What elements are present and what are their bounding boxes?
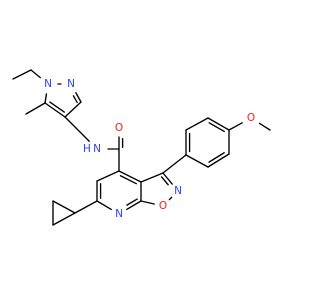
atom-o-methoxy: O bbox=[247, 112, 255, 124]
bond-Cyp1-Cyp2 bbox=[52, 200, 76, 214]
atom-n-amide: N bbox=[93, 143, 101, 155]
bond-C4-C3a-inner bbox=[119, 175, 137, 185]
cyclopropyl-link-bond bbox=[74, 200, 98, 214]
bond-Ph6-Ph1 bbox=[185, 154, 209, 168]
bond-Ph3-Ph4-inner bbox=[208, 122, 225, 133]
methoxy-o-bond bbox=[228, 122, 243, 131]
bond-C3p-N2 bbox=[75, 92, 82, 103]
bond-C7a-Npy-inner bbox=[126, 198, 138, 206]
bond-C4-C3a bbox=[118, 170, 142, 183]
bond-Ph5-Ph6 bbox=[207, 153, 230, 168]
atom-n-pyrazole-2: N bbox=[67, 78, 75, 90]
atom-o-isoxazole: O bbox=[159, 200, 167, 212]
bond-C7a-Npy bbox=[126, 200, 142, 211]
bond-N1-C5p bbox=[44, 93, 48, 104]
bond-Oiso-C7a bbox=[140, 200, 155, 205]
pyrazole-methyl-bond bbox=[25, 102, 46, 115]
atom-h-amide: H bbox=[83, 143, 91, 155]
bond-C3-Niso bbox=[162, 172, 173, 185]
bond-C5p-C4p bbox=[44, 102, 66, 118]
aryl-link-bond bbox=[162, 154, 187, 174]
bond-C3a-C3 bbox=[140, 172, 164, 183]
bond-C3-Niso-inner bbox=[160, 176, 169, 186]
bond-Ph3-Ph4 bbox=[207, 117, 230, 131]
bond-C5-C4 bbox=[96, 170, 120, 182]
bond-Npy-C6 bbox=[96, 200, 112, 211]
bond-Niso-Oiso bbox=[168, 196, 173, 201]
bond-C5p-C4p-inner bbox=[49, 101, 65, 113]
atom-o-carbonyl: O bbox=[115, 122, 123, 134]
bond-C3p-N2-inner bbox=[72, 95, 78, 104]
bond-C4p-C3p bbox=[64, 101, 82, 118]
ethyl-methyl-bond bbox=[12, 69, 32, 80]
bond-Cyp3-Cyp1 bbox=[52, 212, 76, 226]
atom-n-pyridine: N bbox=[115, 208, 123, 220]
methoxy-methyl-bond bbox=[258, 122, 271, 131]
pyrazole-amide-bond bbox=[64, 116, 90, 142]
ethyl-n-bond bbox=[30, 69, 41, 79]
atom-n-pyrazole-1: N bbox=[44, 78, 52, 90]
bond-Ph5-Ph6-inner bbox=[208, 152, 225, 163]
bond-Ph2-Ph3 bbox=[185, 117, 209, 131]
atom-n-isoxazole: N bbox=[174, 185, 182, 197]
